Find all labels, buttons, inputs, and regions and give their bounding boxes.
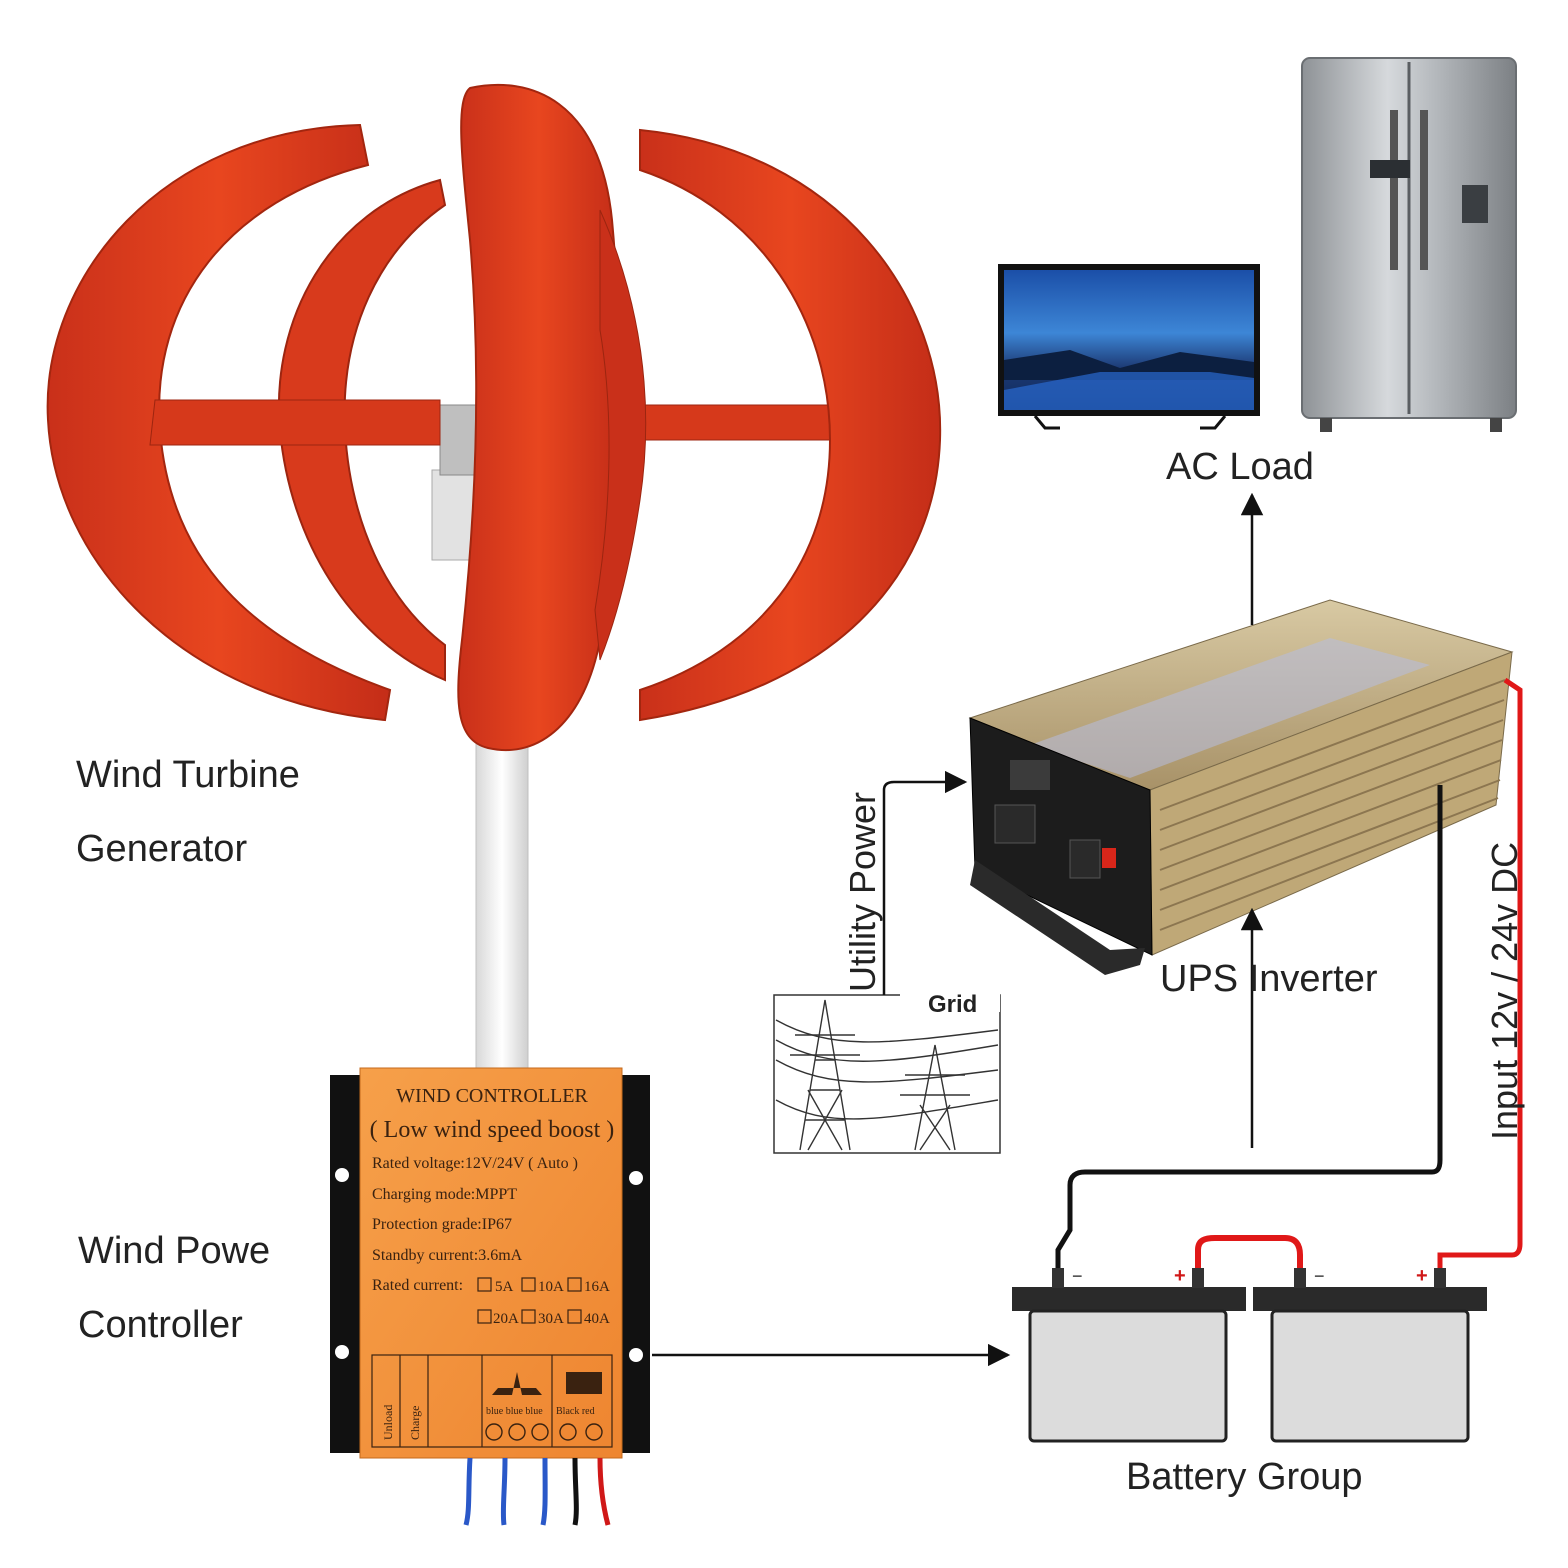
black-red-label: Black red [556,1406,595,1417]
current-option: 40A [584,1311,610,1327]
battery-right [1253,1268,1487,1443]
current-option: 20A [493,1311,519,1327]
current-option: 30A [538,1311,564,1327]
connection-wires [652,492,1523,1367]
controller-charging-mode: Charging mode:MPPT [372,1186,517,1203]
input-dc-label: Input 12v / 24v DC [1484,841,1525,1140]
ac-load-label: AC Load [1166,446,1314,488]
controller-rated-current: Rated current: [372,1277,463,1294]
current-option: 16A [584,1279,610,1295]
wind-controller: WIND CONTROLLER ( Low wind speed boost )… [330,1067,650,1526]
svg-text:+: + [1174,1265,1186,1287]
turbine-blade-right-inner [594,209,647,661]
ups-inverter-label: UPS Inverter [1160,958,1378,1000]
battery-series-red-wire [1195,1235,1303,1268]
controller-rated-voltage: Rated voltage:12V/24V ( Auto ) [372,1155,578,1172]
charge-label: Charge [408,1406,422,1440]
svg-text:−: − [1072,1266,1083,1286]
grid-label: Grid [928,991,977,1018]
battery-group-image: − + − + [1012,1265,1487,1443]
refrigerator-image [1301,57,1517,432]
controller-protection: Protection grade:IP67 [372,1216,512,1233]
wind-turbine-icon [492,1372,542,1395]
utility-power-arrow [882,770,968,995]
turbine-blade-right-outer [639,128,942,722]
svg-text:+: + [1416,1265,1428,1287]
utility-power-label: Utility Power [842,791,883,992]
battery-group-label: Battery Group [1126,1456,1363,1498]
wind-turbine-label-line1: Wind Turbine [76,754,300,796]
current-option: 10A [538,1279,564,1295]
controller-standby: Standby current:3.6mA [372,1247,523,1264]
input-dc-black-wire [1055,785,1443,1268]
input-dc-red-wire [1437,677,1523,1268]
wind-turbine-label-line2: Generator [76,828,248,870]
wind-power-label-line1: Wind Powe [78,1230,271,1272]
svg-text:−: − [1314,1266,1325,1286]
turbine-blade-center [457,83,621,751]
blue-wires-label: blue blue blue [486,1406,543,1417]
current-options [477,1277,582,1324]
controller-subtitle: ( Low wind speed boost ) [370,1117,615,1143]
battery-icon [566,1372,602,1394]
grid-image [773,982,1001,1154]
ups-inverter-image [968,599,1514,975]
wind-turbine [46,83,942,1071]
battery-left [1012,1268,1246,1443]
turbine-blade-left-outer [46,123,392,722]
television-image [998,264,1260,430]
wind-power-label-line2: Controller [78,1304,243,1346]
turbine-arm-left [149,399,441,446]
controller-title: WIND CONTROLLER [396,1085,588,1107]
turbine-pole [475,739,529,1071]
unload-label: Unload [381,1405,395,1440]
turbine-blade-left-inner [277,178,447,682]
current-option: 5A [495,1279,514,1295]
